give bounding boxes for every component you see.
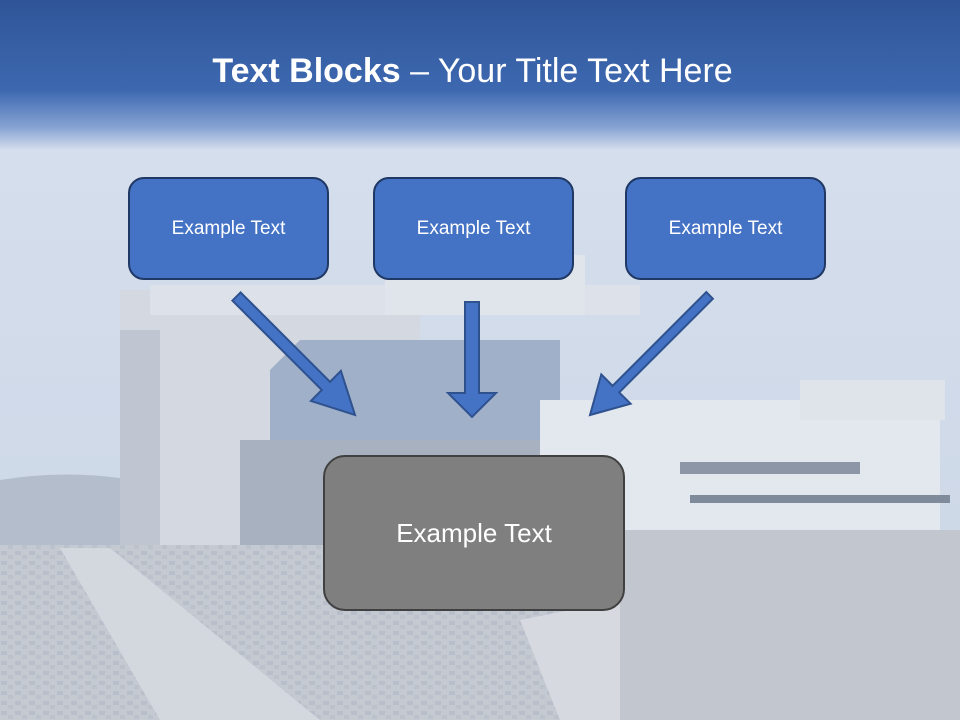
arrow-left-icon bbox=[230, 290, 357, 417]
title-rest: Your Title Text Here bbox=[437, 52, 733, 90]
main-text-block[interactable]: Example Text bbox=[323, 455, 625, 611]
arrow-right-icon bbox=[588, 290, 715, 417]
text-block-right[interactable]: Example Text bbox=[625, 177, 826, 280]
arrow-down-icon bbox=[445, 301, 499, 419]
slide-title: Text Blocks – Your Title Text Here bbox=[0, 52, 945, 91]
text-block-center[interactable]: Example Text bbox=[373, 177, 574, 280]
title-dash: – bbox=[400, 52, 438, 90]
title-bold: Text Blocks bbox=[212, 52, 401, 90]
title-band bbox=[0, 0, 960, 150]
text-block-left[interactable]: Example Text bbox=[128, 177, 329, 280]
